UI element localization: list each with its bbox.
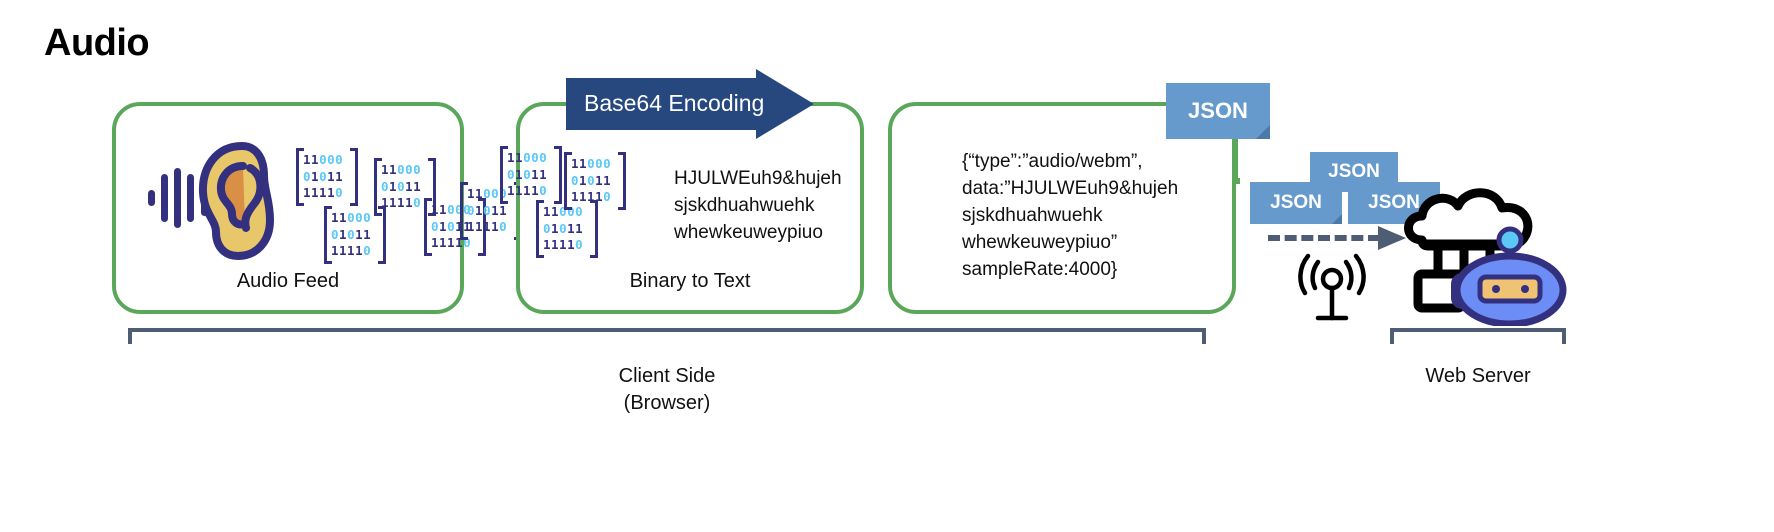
radio-antenna-icon [1288,248,1376,326]
client-side-bracket [128,328,1206,344]
binary-matrix: 11000 01011 11110 [424,198,486,256]
json-tag: JSON [1166,83,1270,139]
binary-matrix: 11000 01011 11110 [500,146,562,204]
base64-arrow-label: Base64 Encoding [584,90,765,116]
json-payload-text: {“type”:”audio/webm”, data:”HJULWEuh9&hu… [962,151,1179,280]
stage-box-binary-to-text [516,102,864,314]
binary-matrix: 11000 01011 11110 [324,206,386,264]
dashed-line [1268,235,1380,241]
arrow-bar [566,78,764,130]
json-tag-label: JSON [1328,161,1380,182]
binary-matrix: 11000 01011 11110 [296,148,358,206]
json-tag-label: JSON [1188,98,1248,123]
fold-corner-icon [1256,125,1270,139]
base64-encoding-arrow: Base64 Encoding [566,69,814,139]
json-tag-label: JSON [1270,192,1322,213]
stage-label-audio-feed: Audio Feed [236,270,340,292]
json-tag-label: JSON [1368,192,1420,213]
json-connector-line [1232,139,1238,184]
base64-payload-text: HJULWEuh9&hujeh sjskdhuahwuehk whewkeuwe… [674,168,842,243]
page-title: Audio [44,22,150,64]
binary-matrix: 11000 01011 11110 [564,152,626,210]
stage-label-binary-to-text: Binary to Text [629,270,751,292]
web-server-bracket [1390,328,1566,344]
cloud-server-robot-icon [1392,178,1572,328]
data-transfer-arrow [1268,226,1420,250]
caption-client-side: Client Side (Browser) [618,365,716,414]
binary-matrix: 11000 01011 11110 [374,158,436,216]
stage-box-audio-feed [112,102,464,314]
arrow-head-icon [756,69,814,139]
fold-corner-icon [1332,214,1342,224]
arrow-head-icon [1378,226,1406,250]
json-connector-joint [1232,178,1240,184]
ear-soundwave-icon [146,128,286,268]
caption-web-server: Web Server [1425,365,1531,387]
